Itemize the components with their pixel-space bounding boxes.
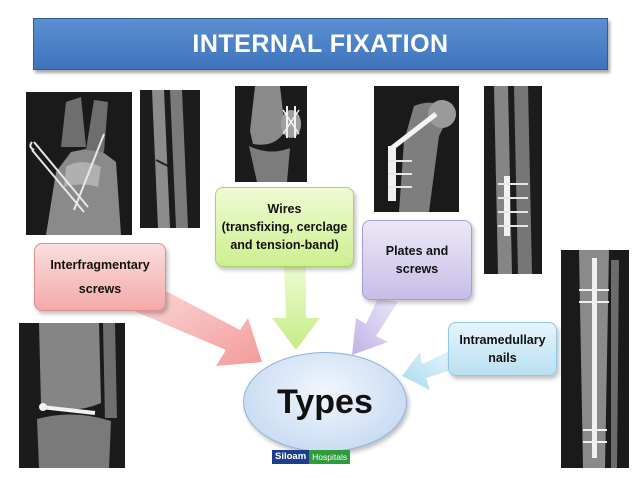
types-label: Types <box>277 382 373 421</box>
arrow-nails <box>402 350 452 390</box>
types-ellipse: Types <box>243 352 407 452</box>
nails-line2: nails <box>488 351 517 365</box>
hip-xray-plate-image <box>374 86 459 212</box>
siloam-logo: Siloam Hospitals <box>272 450 352 464</box>
logo-part2: Hospitals <box>309 450 351 464</box>
ankle-xray-screw-image <box>19 323 125 468</box>
screws-line1: Interfragmentary <box>50 257 150 272</box>
wires-line3: and tension-band) <box>230 238 339 253</box>
forearm-xray-image <box>140 90 200 228</box>
title-banner: INTERNAL FIXATION <box>33 18 608 70</box>
forearm-xray-plate-image <box>484 86 542 274</box>
knee-xray-tension-band-image <box>235 86 307 182</box>
nails-box: Intramedullary nails <box>448 322 557 376</box>
screws-line2: screws <box>78 282 122 296</box>
wires-box: Wires (transfixing, cerclage and tension… <box>215 187 354 267</box>
plates-box: Plates and screws <box>362 220 472 300</box>
wires-line1: Wires <box>267 201 302 216</box>
arrow-plates <box>352 298 398 355</box>
logo-part1: Siloam <box>272 450 310 464</box>
wrist-xray-kwires-image <box>26 92 132 235</box>
nails-line1: Intramedullary <box>459 332 546 347</box>
wires-line2: (transfixing, cerclage <box>221 219 348 234</box>
screws-box: Interfragmentary screws <box>34 243 166 311</box>
page-title: INTERNAL FIXATION <box>192 29 449 58</box>
plates-line2: screws <box>395 262 439 276</box>
plates-line1: Plates and <box>385 243 449 258</box>
tibia-xray-nail-image <box>561 250 629 468</box>
arrow-wires <box>272 265 320 350</box>
